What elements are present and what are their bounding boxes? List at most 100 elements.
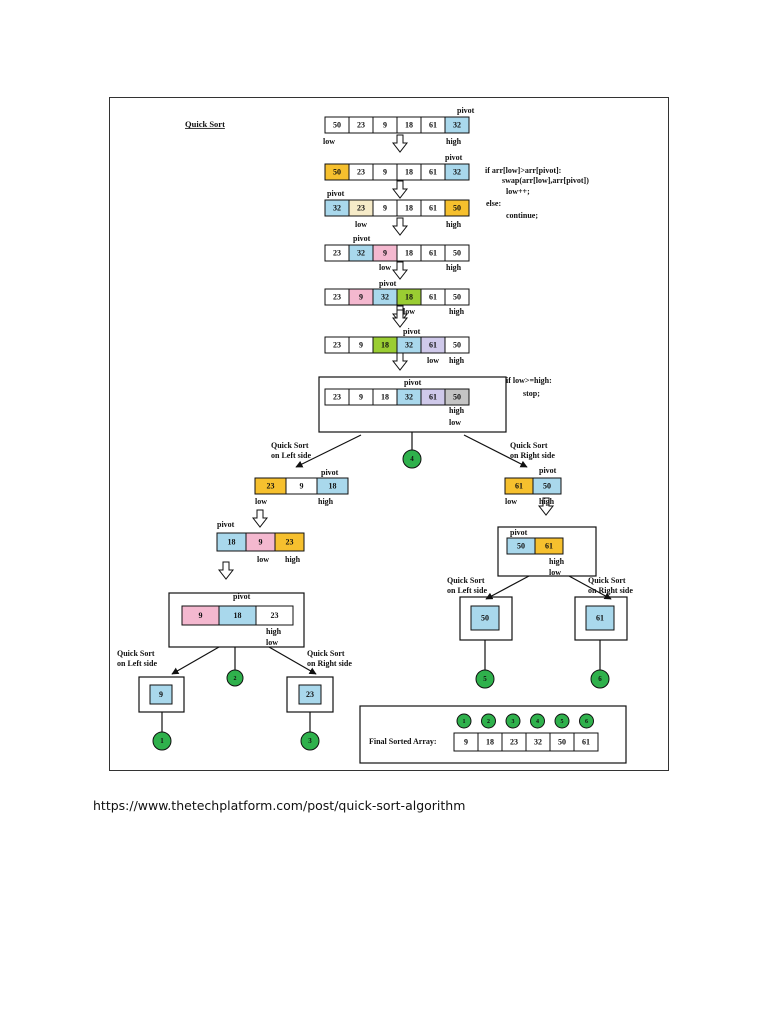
cell-value: 61	[429, 392, 437, 401]
cell-value: 50	[333, 167, 341, 176]
cell-value: 50	[558, 737, 566, 746]
quick-sort-label: on Left side	[271, 451, 311, 460]
high-label: high	[266, 627, 282, 636]
down-arrow-icon	[391, 217, 409, 236]
code-line: low++;	[506, 187, 530, 196]
left-branch-arrow	[485, 575, 530, 600]
array-cell	[316, 477, 349, 495]
diagram-title: Quick Sort	[185, 119, 225, 129]
quick-sort-label: on Right side	[307, 659, 352, 668]
pivot-label: pivot	[403, 327, 421, 336]
array-cell	[534, 537, 564, 555]
down-arrow-shape	[391, 180, 409, 199]
low-label: low	[257, 555, 269, 564]
cell-value: 9	[359, 292, 363, 301]
cell-value: 50	[481, 613, 489, 622]
array-cell	[255, 605, 294, 626]
pivot-label: pivot	[539, 466, 557, 475]
cell-value: 32	[333, 203, 341, 212]
cell-value: 9	[383, 167, 387, 176]
circle-1: 1	[152, 731, 172, 751]
quick-sort-label: Quick Sort	[510, 441, 548, 450]
array-cell	[573, 732, 599, 752]
code-line: if arr[low]>arr[pivot]:	[485, 166, 561, 175]
cell-value: 50	[453, 392, 461, 401]
cell-value: 23	[357, 203, 365, 212]
pivot-label: pivot	[510, 528, 528, 537]
step-circle	[530, 713, 545, 729]
down-arrow-icon	[251, 509, 269, 528]
legend-circle-2: 2	[481, 713, 496, 729]
cell-value: 32	[405, 340, 413, 349]
array-leaf-50: 50	[470, 605, 500, 631]
quick-sort-label: Quick Sort	[588, 576, 626, 585]
circle-2: 2	[226, 669, 244, 687]
down-arrow-icon	[537, 497, 555, 516]
high-label: high	[539, 497, 555, 506]
step-circle	[300, 731, 320, 751]
cell-value: 32	[453, 167, 461, 176]
array-cell	[444, 163, 470, 181]
cell-value: 23	[333, 340, 341, 349]
high-label: high	[549, 557, 565, 566]
low-label: low	[323, 137, 335, 146]
down-arrow-icon	[391, 134, 409, 153]
high-label: high	[446, 220, 462, 229]
partition-box	[168, 592, 305, 648]
step-number: 2	[234, 676, 237, 682]
circle-6: 6	[590, 669, 610, 689]
down-arrow-shape	[391, 309, 409, 328]
quick-sort-label: Quick Sort	[117, 649, 155, 658]
low-label: low	[355, 220, 367, 229]
cell-value: 9	[199, 611, 203, 620]
quick-sort-label: Quick Sort	[447, 576, 485, 585]
legend-circle-5: 5	[554, 713, 570, 729]
step-number: 3	[512, 719, 515, 725]
high-label: high	[318, 497, 334, 506]
step-number: 5	[561, 719, 564, 725]
step-number: 4	[410, 455, 414, 463]
right-branch-arrow	[568, 575, 612, 600]
cell-value: 18	[405, 292, 413, 301]
cell-value: 9	[359, 392, 363, 401]
circle-5: 5	[475, 669, 495, 689]
high-label: high	[446, 263, 462, 272]
step-number: 6	[585, 719, 588, 725]
low-label: low	[449, 418, 461, 427]
low-label: low	[505, 497, 517, 506]
array-cell	[470, 605, 500, 631]
array-cell	[585, 605, 615, 631]
step-circle	[402, 449, 422, 469]
cell-value: 18	[228, 537, 236, 546]
pivot-label: pivot	[321, 468, 339, 477]
cell-value: 9	[383, 203, 387, 212]
low-label: low	[255, 497, 267, 506]
cell-value: 18	[381, 340, 389, 349]
cell-value: 50	[517, 541, 525, 550]
high-label: high	[285, 555, 301, 564]
cell-value: 18	[405, 248, 413, 257]
low-label: low	[549, 568, 561, 577]
cell-value: 18	[405, 120, 413, 129]
array-cell	[444, 336, 470, 354]
step-circle	[505, 713, 521, 729]
down-arrow-icon	[391, 309, 409, 328]
cell-value: 61	[429, 120, 437, 129]
cell-value: 32	[405, 392, 413, 401]
pivot-label: pivot	[327, 189, 345, 198]
pivot-label: pivot	[233, 592, 251, 601]
step-circle	[152, 731, 172, 751]
cell-value: 32	[381, 292, 389, 301]
leaf-box	[574, 596, 628, 641]
down-arrow-shape	[217, 561, 235, 580]
cell-value: 32	[534, 737, 542, 746]
cell-value: 61	[429, 203, 437, 212]
pivot-label: pivot	[353, 234, 371, 243]
down-arrow-shape	[537, 497, 555, 516]
